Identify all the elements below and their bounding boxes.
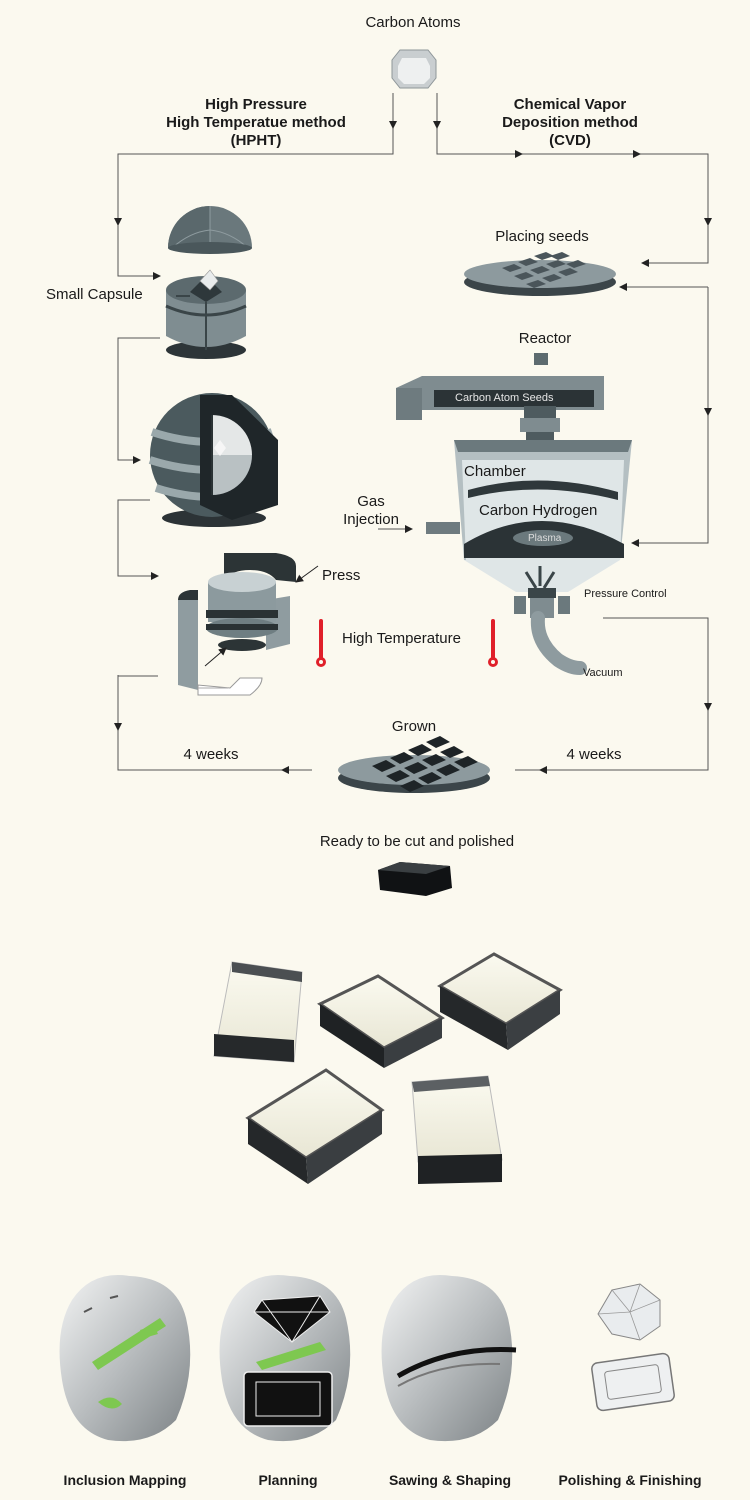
small-capsule-label: Small Capsule — [46, 286, 143, 303]
cvd-duration-label: 4 weeks — [566, 746, 622, 763]
capsule-dome-icon — [168, 206, 252, 254]
thermometer-icon — [488, 619, 498, 667]
slab-icon — [411, 1075, 503, 1184]
carbon-atom-icon — [391, 49, 437, 89]
hpht-title-line3: (HPHT) — [230, 132, 282, 149]
carbon-atom-seeds-label: Carbon Atom Seeds — [455, 392, 554, 404]
rough-diamond-block-icon — [378, 862, 452, 896]
placing-seeds-label: Placing seeds — [495, 228, 589, 245]
cvd-title-line1: Chemical Vapor — [513, 96, 627, 113]
hpht-duration-label: 4 weeks — [183, 746, 239, 763]
slab-icon — [437, 952, 563, 1050]
reactor-label: Reactor — [518, 330, 572, 347]
carbon-atoms-label: Carbon Atoms — [365, 14, 461, 31]
step-label-polishing-finishing: Polishing & Finishing — [558, 1472, 702, 1488]
reactor-icon — [396, 353, 632, 675]
flow-lines — [114, 93, 712, 774]
slab-icon — [213, 961, 303, 1063]
grown-plate-icon — [338, 736, 490, 793]
step-label-sawing-shaping: Sawing & Shaping — [388, 1472, 512, 1488]
plasma-label: Plasma — [528, 533, 562, 544]
stone-inclusion-mapping-icon — [59, 1275, 191, 1442]
slab-icon — [245, 1068, 385, 1184]
seed-plate-icon — [464, 252, 616, 296]
vacuum-label: Vacuum — [583, 667, 623, 679]
step-label-planning: Planning — [258, 1472, 318, 1488]
thermometer-icon — [316, 619, 326, 667]
stone-planning-icon — [219, 1275, 351, 1442]
step-label-inclusion-mapping: Inclusion Mapping — [63, 1472, 187, 1488]
ready-label: Ready to be cut and polished — [319, 833, 515, 850]
polished-slabs — [213, 952, 563, 1184]
gas-label-line2: Injection — [343, 511, 399, 528]
chamber-label: Chamber — [464, 463, 526, 480]
cvd-title-line2: Deposition method — [502, 114, 638, 131]
cutaway-sphere-icon — [148, 393, 278, 527]
carbon-hydrogen-label: Carbon Hydrogen — [479, 502, 598, 519]
polished-diamond-icon — [591, 1283, 675, 1412]
gas-label-line1: Gas — [357, 493, 385, 510]
slab-icon — [317, 974, 445, 1068]
cvd-title-line3: (CVD) — [549, 132, 591, 149]
pressure-control-label: Pressure Control — [584, 588, 667, 600]
high-temperature-label: High Temperature — [342, 630, 461, 647]
small-capsule-icon — [165, 269, 247, 359]
hpht-title-line2: High Temperatue method — [166, 114, 346, 131]
hpht-title-line1: High Pressure — [205, 96, 307, 113]
press-icon — [178, 553, 319, 696]
press-label: Press — [322, 567, 361, 584]
stone-sawing-icon — [381, 1275, 517, 1442]
grown-label: Grown — [391, 718, 437, 735]
